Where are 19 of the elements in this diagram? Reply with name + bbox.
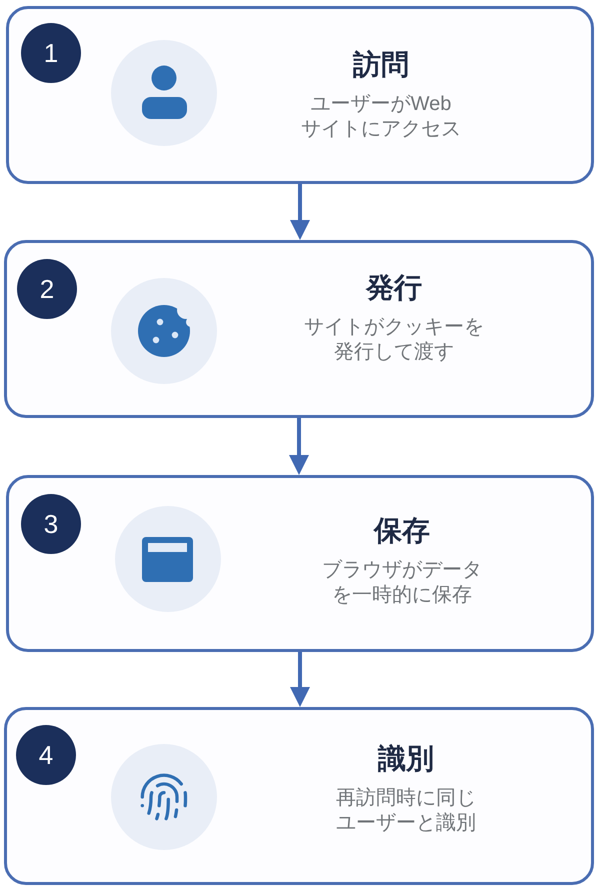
step-description: 再訪問時に同じユーザーと識別 (336, 786, 476, 836)
step-number: 1 (21, 23, 81, 83)
step-description: ユーザーがWebサイトにアクセス (300, 92, 462, 142)
arrow (290, 652, 310, 707)
step-number: 2 (17, 259, 77, 319)
step-card (4, 707, 594, 885)
step-card (4, 240, 594, 418)
step-description: ブラウザがデータを一時的に保存 (322, 558, 482, 608)
arrow (289, 418, 309, 475)
step-title: 識別 (378, 742, 434, 776)
step-title: 発行 (366, 271, 422, 305)
step-card (6, 475, 594, 652)
step-number: 3 (21, 494, 81, 554)
step-title: 訪問 (353, 48, 409, 82)
step-description: サイトがクッキーを発行して渡す (304, 315, 484, 365)
step-card (6, 6, 594, 184)
step-number: 4 (16, 725, 76, 785)
step-title: 保存 (374, 514, 430, 548)
arrow (290, 184, 310, 240)
